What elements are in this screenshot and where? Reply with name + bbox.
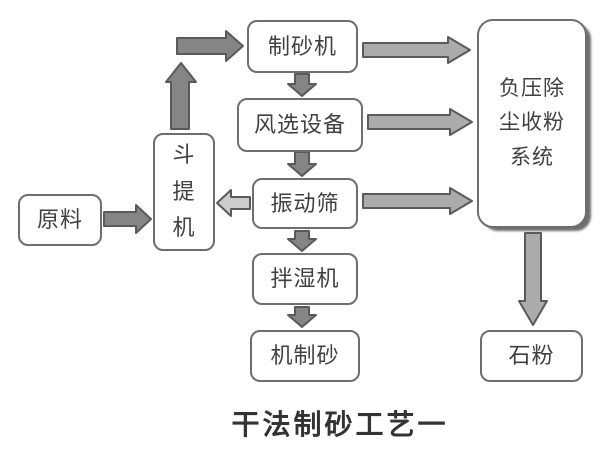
arrow-dust-to-powder-icon (518, 232, 548, 326)
arrow-screen-to-elevator-icon (216, 189, 251, 217)
node-wetting-mixer-label: 拌湿机 (270, 266, 340, 292)
node-sand-maker-label: 制砂机 (267, 33, 337, 59)
node-air-classifier-label: 风选设备 (253, 112, 346, 138)
arrow-screen-to-mixer-icon (287, 230, 317, 252)
diagram-title: 干法制砂工艺一 (231, 409, 449, 440)
node-bucket-elevator-label: 斗 提 机 (172, 141, 196, 241)
node-machine-made-sand: 机制砂 (250, 330, 360, 382)
arrow-sandmaker-to-classifier-icon (287, 73, 317, 97)
arrow-classifier-to-dust-icon (367, 108, 473, 136)
node-stone-powder-label: 石粉 (508, 343, 555, 369)
node-bucket-elevator: 斗 提 机 (153, 133, 215, 251)
node-vibrating-screen-label: 振动筛 (270, 190, 340, 216)
arrow-elevator-up-icon (165, 62, 197, 130)
arrow-mixer-to-sand-icon (287, 306, 317, 328)
node-wetting-mixer: 拌湿机 (252, 253, 358, 305)
arrow-sandmaker-to-dust-icon (362, 36, 471, 64)
node-air-classifier: 风选设备 (237, 98, 363, 152)
node-stone-powder: 石粉 (480, 330, 583, 382)
node-raw-material-label: 原料 (36, 207, 83, 233)
arrow-to-sand-maker-icon (176, 30, 244, 62)
arrow-screen-to-dust-icon (362, 187, 473, 215)
node-dust-collection-system-label: 负压除 尘收粉 系统 (499, 77, 565, 169)
arrow-raw-to-elevator-icon (103, 204, 152, 234)
node-machine-made-sand-label: 机制砂 (270, 343, 340, 369)
node-vibrating-screen: 振动筛 (252, 178, 358, 229)
node-raw-material: 原料 (18, 194, 102, 246)
arrow-classifier-to-screen-icon (287, 151, 317, 177)
node-dust-collection-system: 负压除 尘收粉 系统 (477, 19, 587, 228)
node-sand-maker: 制砂机 (247, 20, 358, 73)
